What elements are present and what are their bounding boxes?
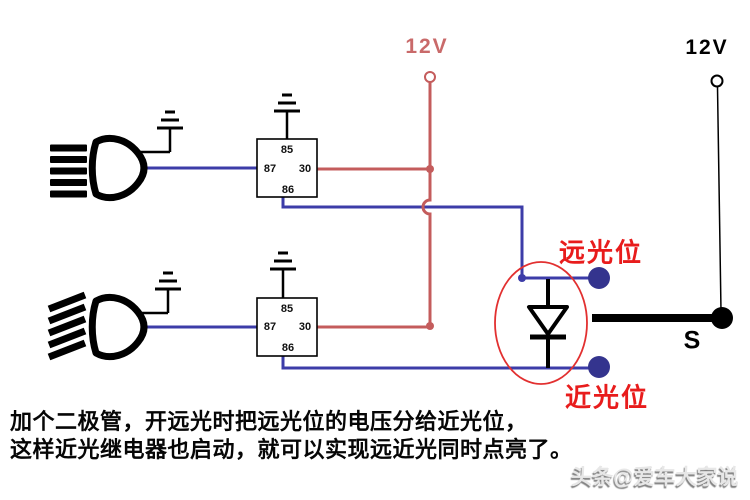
relay-bottom-pin-30-label: 30 [298, 321, 312, 333]
supply-terminal-left [424, 71, 436, 83]
supply-12v-left-label: 12V [405, 35, 449, 58]
red-wires [317, 71, 436, 330]
relay-bottom-pin-86-label: 86 [281, 342, 295, 354]
low-beam-terminal [588, 356, 610, 378]
relay-top-pin-85-label: 85 [280, 144, 294, 156]
ground-icon-top-relay [274, 93, 300, 140]
supply-terminal-right [710, 74, 724, 88]
ground-icon-bottom-lamp [140, 271, 181, 315]
diode-icon [527, 279, 569, 368]
switch-s-label: S [683, 326, 701, 355]
relay-bottom-pin-85-label: 85 [280, 303, 294, 315]
headlight-high-beam-icon [50, 135, 148, 201]
ground-icon-top-lamp [140, 110, 183, 154]
switch-pivot [711, 307, 733, 329]
caption-line-2: 这样近光继电器也启动，就可以实现远近光同时点亮了。 [10, 437, 573, 462]
spdt-switch-icon [592, 74, 733, 329]
watermark-text: 头条@爱车大家说 [571, 466, 739, 489]
relay-top-pin-86-label: 86 [281, 184, 295, 196]
high-beam-terminal [588, 267, 610, 289]
high-beam-position-label: 远光位 [558, 237, 644, 268]
supply-12v-right-label: 12V [685, 36, 729, 59]
relay-box-low-beam [256, 297, 318, 357]
caption-line-1: 加个二极管，开远光时把远光位的电压分给近光位， [10, 409, 528, 434]
relay-box-high-beam [256, 138, 318, 198]
relay-bottom-pin-87-label: 87 [263, 321, 277, 333]
relay-top-pin-87-label: 87 [263, 163, 277, 175]
headlight-low-beam-icon [47, 291, 148, 361]
low-beam-position-label: 近光位 [564, 382, 650, 413]
diode-highlight-ellipse [494, 261, 588, 385]
caption-text: 加个二极管，开远光时把远光位的电压分给近光位， 这样近光继电器也启动，就可以实现… [10, 408, 573, 464]
relay-top-pin-30-label: 30 [298, 163, 312, 175]
ground-icon-bottom-relay [270, 251, 296, 299]
blue-wires [145, 166, 590, 370]
